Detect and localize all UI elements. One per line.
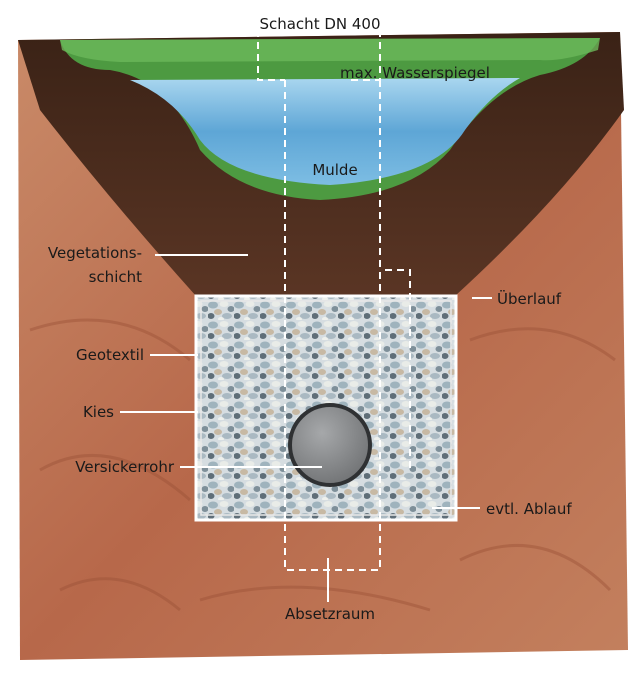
label-max-water: max. Wasserspiegel: [340, 63, 490, 83]
label-mulde: Mulde: [290, 160, 380, 180]
label-infiltration-pipe: Versickerrohr: [10, 457, 174, 477]
label-optional-drain: evtl. Ablauf: [486, 499, 572, 519]
label-vegetation-line1: Vegetations-: [10, 243, 142, 263]
label-vegetation-line2: schicht: [10, 267, 142, 287]
label-geotextile: Geotextil: [10, 345, 144, 365]
label-settling-space: Absetzraum: [240, 604, 420, 624]
label-shaft: Schacht DN 400: [230, 14, 410, 34]
label-gravel: Kies: [10, 402, 114, 422]
label-overflow: Überlauf: [497, 289, 561, 309]
infiltration-pipe: [290, 405, 370, 485]
